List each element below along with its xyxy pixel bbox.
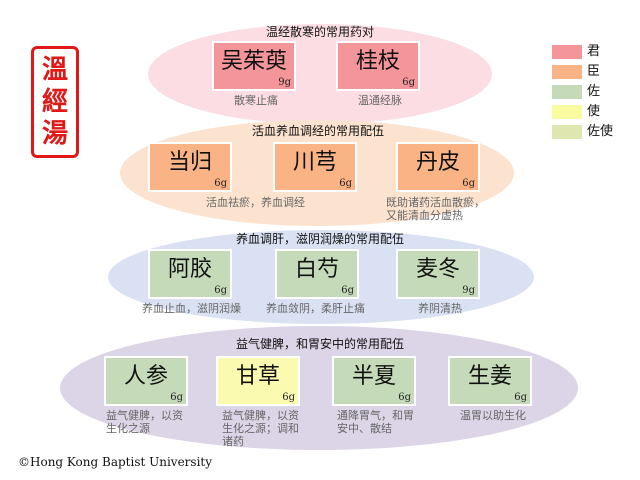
legend-item: 君 [552, 44, 600, 60]
legend-label: 佐 [587, 84, 601, 99]
herb-caption: 活血祛瘀，养血调经 [206, 196, 305, 209]
seal-char: 溫 [41, 55, 68, 85]
legend-item: 佐使 [552, 124, 613, 140]
herb-dose: 9g [278, 77, 291, 88]
herb-card: 吴茱萸 9g [212, 41, 296, 91]
legend-swatch [552, 85, 582, 99]
herb-name: 川芎 [292, 150, 337, 175]
herb-name: 阿胶 [167, 257, 212, 282]
herb-dose: 6g [341, 285, 354, 296]
group-ellipse-1 [148, 24, 492, 124]
herb-caption: 益气健脾，以资生化之源 [106, 409, 183, 435]
legend-item: 臣 [552, 64, 600, 80]
herb-caption: 通降胃气，和胃安中、散结 [337, 409, 414, 435]
legend-label: 臣 [587, 64, 601, 79]
herb-dose: 6g [402, 77, 415, 88]
herb-name: 生姜 [467, 364, 512, 389]
herb-caption: 既助诸药活血散瘀，又能清血分虚热 [386, 196, 485, 222]
legend-item: 使 [552, 104, 600, 120]
legend-label: 使 [587, 104, 601, 119]
herb-name: 吴茱萸 [220, 49, 287, 74]
seal-char: 經 [41, 87, 68, 117]
legend-label: 君 [587, 44, 601, 59]
legend-swatch [552, 125, 582, 139]
herb-dose: 6g [339, 178, 352, 189]
herb-dose: 6g [170, 392, 183, 403]
herb-name: 麦冬 [415, 257, 460, 282]
seal-logo: 溫 經 湯 [31, 46, 79, 158]
legend-label: 佐使 [587, 124, 614, 139]
legend-swatch [552, 65, 582, 79]
group-title: 益气健脾，和胃安中的常用配伍 [235, 337, 404, 351]
herb-caption: 散寒止痛 [234, 94, 278, 107]
herb-dose: 6g [462, 178, 475, 189]
herb-name: 人参 [123, 364, 168, 389]
herb-name: 白芍 [294, 257, 339, 282]
herb-dose: 6g [398, 392, 411, 403]
herb-caption: 养血敛阴，柔肝止痛 [266, 302, 365, 315]
herb-caption: 温胃以助生化 [460, 409, 526, 422]
herb-dose: 6g [282, 392, 295, 403]
herb-dose: 6g [514, 392, 527, 403]
legend-swatch [552, 45, 582, 59]
group-title: 活血养血调经的常用配伍 [251, 124, 384, 138]
herb-name: 半夏 [351, 364, 396, 389]
group-title: 养血调肝，滋阴润燥的常用配伍 [235, 232, 404, 246]
herb-caption: 养血止血，滋阴润燥 [142, 302, 241, 315]
copyright: ©Hong Kong Baptist University [18, 455, 213, 469]
herb-dose: 6g [214, 178, 227, 189]
seal-char: 湯 [41, 119, 68, 149]
herb-dose: 9g [462, 285, 475, 296]
herb-dose: 6g [214, 285, 227, 296]
group-title: 温经散寒的常用药对 [265, 25, 374, 39]
legend-swatch [552, 105, 582, 119]
herb-name: 当归 [167, 150, 212, 175]
herb-name: 桂枝 [355, 49, 400, 74]
herb-caption: 益气健脾，以资生化之源；调和诸药 [222, 409, 299, 448]
herb-name: 甘草 [235, 364, 280, 389]
herb-name: 丹皮 [415, 150, 460, 175]
legend-item: 佐 [552, 84, 600, 100]
herb-caption: 温通经脉 [358, 94, 402, 107]
herb-caption: 养阴清热 [418, 302, 462, 315]
